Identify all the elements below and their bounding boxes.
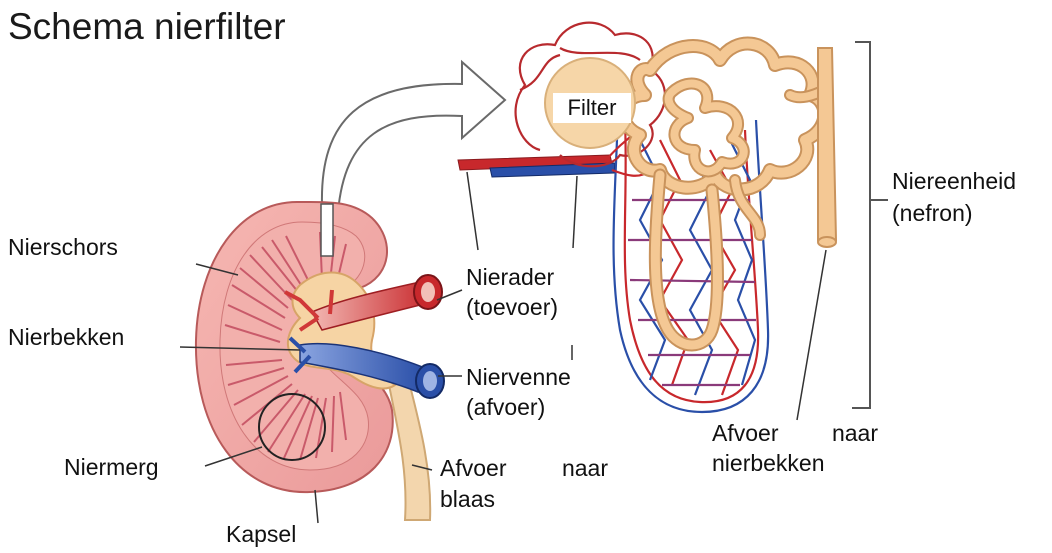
nierschors-label: Nierschors (8, 234, 118, 261)
afvoer-nier-word1: Afvoer (712, 420, 778, 447)
nierbekken-label: Nierbekken (8, 324, 124, 351)
nephron-vessels (458, 155, 615, 250)
afvoer-nier-word2: naar (832, 420, 878, 447)
nierader-label-line2: (toevoer) (466, 294, 558, 321)
niervenne-label-line2: (afvoer) (466, 394, 545, 421)
diagram-title: Schema nierfilter (8, 4, 286, 50)
zoom-arrow (322, 62, 505, 212)
filter-label: Filter (553, 93, 631, 123)
afvoer-nier-label-line1: Afvoer naar (712, 420, 878, 447)
niereenheid-label-line2: (nefron) (892, 200, 973, 227)
niermerg-label: Niermerg (64, 454, 159, 481)
ureter (388, 378, 430, 520)
nephron-tubules (624, 44, 825, 345)
kapsel-label: Kapsel (226, 521, 296, 548)
niervenne-label-line1: Niervenne (466, 364, 571, 391)
afvoer-blaas-label-line2: blaas (440, 486, 495, 513)
afvoer-blaas-word2: naar (562, 455, 608, 482)
niereenheid-label-line1: Niereenheid (892, 168, 1016, 195)
nierader-label-line1: Nierader (466, 264, 554, 291)
niereenheid-bracket (852, 42, 870, 408)
afvoer-blaas-word1: Afvoer (440, 455, 506, 482)
nephron-location-marker (321, 204, 333, 256)
afvoer-blaas-label-line1: Afvoer naar (440, 455, 608, 482)
afvoer-nier-label-line2: nierbekken (712, 450, 825, 477)
